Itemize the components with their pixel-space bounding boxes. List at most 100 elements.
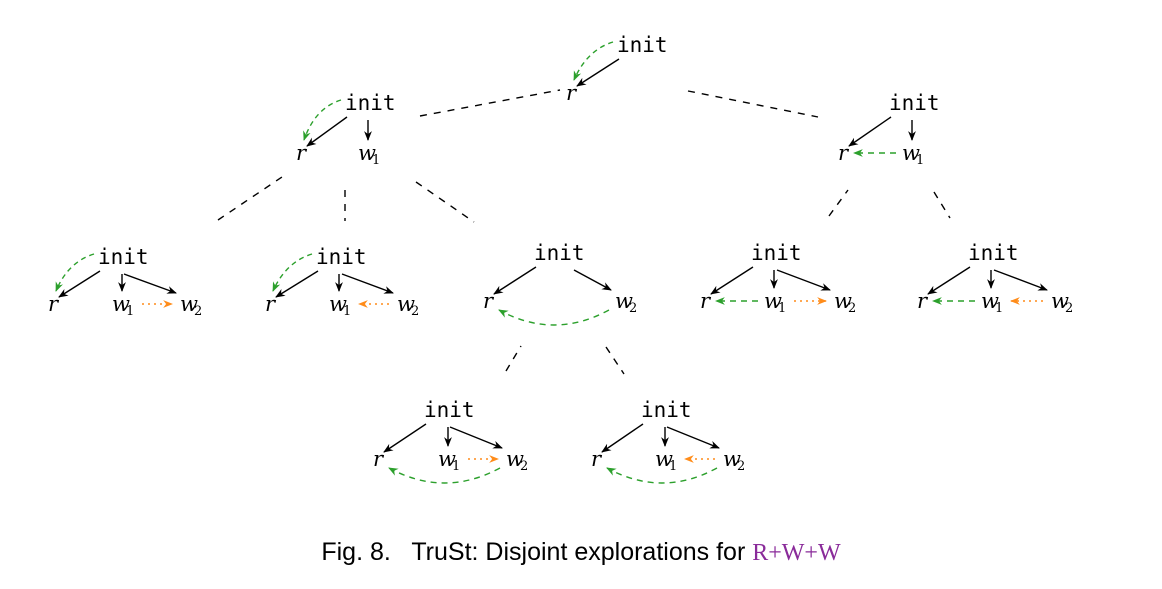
exploration-edge (687, 90, 819, 118)
read-event: r (296, 141, 308, 165)
event-name: r (483, 289, 495, 313)
event-name: r (265, 292, 277, 316)
init-event: init (889, 91, 940, 115)
event-name: w (723, 447, 741, 471)
event-name: r (838, 141, 850, 165)
po-arrow (927, 266, 971, 295)
event-index: 2 (737, 459, 745, 474)
event-name: w (615, 289, 633, 313)
write-event-1: w1 (655, 447, 677, 474)
read-event: r (48, 292, 60, 316)
init-event: init (641, 398, 692, 422)
event-index: 2 (194, 304, 202, 319)
event-name: w (834, 289, 852, 313)
execution-graph-l1-left: init r w1 (296, 91, 396, 168)
event-name: r (373, 447, 385, 471)
po-arrow (576, 58, 620, 87)
write-event-2: w2 (615, 289, 637, 316)
po-arrow (123, 273, 177, 294)
init-event: init (534, 241, 585, 265)
event-index: 1 (452, 459, 460, 474)
write-event-2: w2 (506, 447, 528, 474)
po-arrow (993, 269, 1048, 291)
read-event: r (838, 141, 850, 165)
event-name: w (358, 141, 376, 165)
execution-graph-l2-c: init r w2 (483, 241, 637, 326)
po-arrow (341, 273, 394, 294)
event-name: r (48, 292, 60, 316)
exploration-edge (505, 345, 522, 372)
event-index: 2 (411, 304, 419, 319)
execution-graph-l1-right: init r w1 (838, 91, 940, 168)
po-arrow (776, 269, 831, 291)
event-index: 1 (372, 153, 380, 168)
read-event: r (265, 292, 277, 316)
po-arrow (449, 426, 503, 449)
po-arrow (306, 116, 348, 147)
event-index: 1 (995, 301, 1003, 316)
execution-graph-l2-b: init r w1 w2 (265, 245, 419, 319)
caption-text: TruSt: Disjoint explorations for (411, 538, 746, 566)
exploration-edge (419, 89, 561, 117)
event-name: w (438, 447, 456, 471)
write-event-1: w1 (329, 292, 351, 319)
init-event: init (98, 245, 149, 269)
po-arrow (383, 423, 427, 453)
event-name: w (1051, 289, 1069, 313)
event-name: r (296, 141, 308, 165)
po-arrow (848, 116, 892, 147)
write-event-1: w1 (764, 289, 786, 316)
read-event: r (483, 289, 495, 313)
rf-arrow (55, 253, 95, 292)
event-name: w (397, 292, 415, 316)
event-name: r (566, 81, 578, 105)
po-arrow (275, 270, 319, 298)
figure-caption: Fig. 8. TruSt: Disjoint explorations for… (0, 538, 1162, 567)
event-name: w (981, 289, 999, 313)
write-event-1: w1 (902, 141, 924, 168)
event-name: r (591, 447, 603, 471)
init-event: init (617, 33, 668, 57)
event-index: 1 (669, 459, 677, 474)
init-event: init (345, 91, 396, 115)
po-arrow (601, 423, 644, 453)
read-event: r (700, 289, 712, 313)
write-event-2: w2 (1051, 289, 1073, 316)
exploration-edge (217, 176, 283, 221)
po-arrow (666, 426, 720, 449)
exploration-edge (933, 191, 951, 219)
event-index: 2 (520, 459, 528, 474)
init-event: init (316, 245, 367, 269)
event-name: w (764, 289, 782, 313)
read-event: r (566, 81, 578, 105)
rf-arrow (272, 253, 313, 292)
write-event-2: w2 (180, 292, 202, 319)
execution-graph-root: init r (566, 33, 668, 105)
exploration-edge (605, 346, 625, 375)
event-name: w (112, 292, 130, 316)
init-event: init (424, 398, 475, 422)
event-index: 1 (916, 153, 924, 168)
event-name: w (902, 141, 920, 165)
exploration-edge (415, 181, 475, 223)
po-arrow (573, 269, 612, 291)
event-name: r (700, 289, 712, 313)
write-event-2: w2 (834, 289, 856, 316)
init-event: init (751, 241, 802, 265)
init-event: init (968, 241, 1019, 265)
caption-label: Fig. 8. (321, 538, 391, 566)
caption-test-name: R+W+W (752, 540, 841, 566)
event-name: w (506, 447, 524, 471)
rf-arrow (303, 99, 342, 141)
event-index: 2 (848, 301, 856, 316)
exploration-edge (828, 189, 849, 217)
tree-edges (217, 89, 951, 375)
read-event: r (917, 289, 929, 313)
po-arrow (710, 266, 754, 295)
